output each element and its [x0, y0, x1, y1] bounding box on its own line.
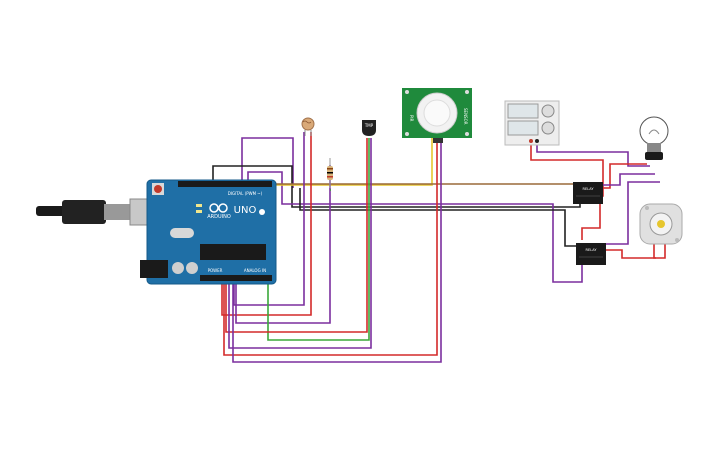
wire-purple-relay-lamp[interactable] [600, 173, 655, 186]
wire-red-relay-lamp[interactable] [600, 163, 647, 189]
dc-motor[interactable] [639, 203, 683, 245]
relay-top-label: RELAY [583, 187, 595, 191]
wire-purple-psu[interactable] [536, 143, 650, 167]
wire-red-relay2-motor[interactable] [603, 249, 656, 259]
tmp-label: TMP [364, 123, 374, 128]
pir-label-right: SENSOR [463, 108, 468, 125]
relay-bottom[interactable]: RELAY [576, 243, 606, 265]
wire-purple-relay2-motor[interactable] [603, 181, 660, 245]
wire-red-pir[interactable] [223, 142, 438, 356]
wire-black-1[interactable] [212, 165, 581, 208]
arduino-digital-header-label: DIGITAL (PWM ~) [228, 191, 263, 196]
temperature-sensor[interactable]: TMP [362, 120, 376, 136]
wire-red-tmp[interactable] [225, 138, 368, 333]
arduino-model-label: UNO [234, 205, 257, 216]
wires [212, 132, 666, 363]
wire-black-2[interactable] [299, 188, 577, 247]
usb-cable [36, 198, 165, 226]
wire-green-tmp[interactable] [267, 138, 370, 341]
resistor[interactable] [327, 158, 333, 188]
relay-top[interactable]: RELAY [573, 182, 603, 204]
arduino-power-header-label: POWER [208, 268, 223, 273]
wire-red-ldr[interactable] [221, 132, 312, 316]
wire-purple-2[interactable] [247, 171, 583, 283]
wire-red-motor[interactable] [653, 240, 666, 259]
pir-label-left: PIR [409, 115, 414, 122]
arduino-board[interactable]: ARDUINO UNO DIGITAL (PWM ~) POWER ANALOG… [140, 179, 277, 285]
wire-purple-tmp[interactable] [228, 138, 372, 349]
photoresistor[interactable] [301, 117, 315, 136]
arduino-analog-header-label: ANALOG IN [244, 268, 266, 273]
wire-purple-res[interactable] [235, 165, 331, 324]
power-supply[interactable] [504, 100, 560, 146]
light-bulb[interactable] [639, 116, 669, 160]
arduino-brand-label: ARDUINO [207, 214, 231, 220]
relay-bottom-label: RELAY [586, 248, 598, 252]
wire-purple-ldr[interactable] [233, 132, 305, 306]
wire-red-relay2-top[interactable] [581, 196, 601, 240]
pir-sensor[interactable]: PIR SENSOR [402, 88, 472, 143]
wire-purple-pir[interactable] [232, 142, 442, 363]
wire-purple-1[interactable] [241, 137, 294, 188]
